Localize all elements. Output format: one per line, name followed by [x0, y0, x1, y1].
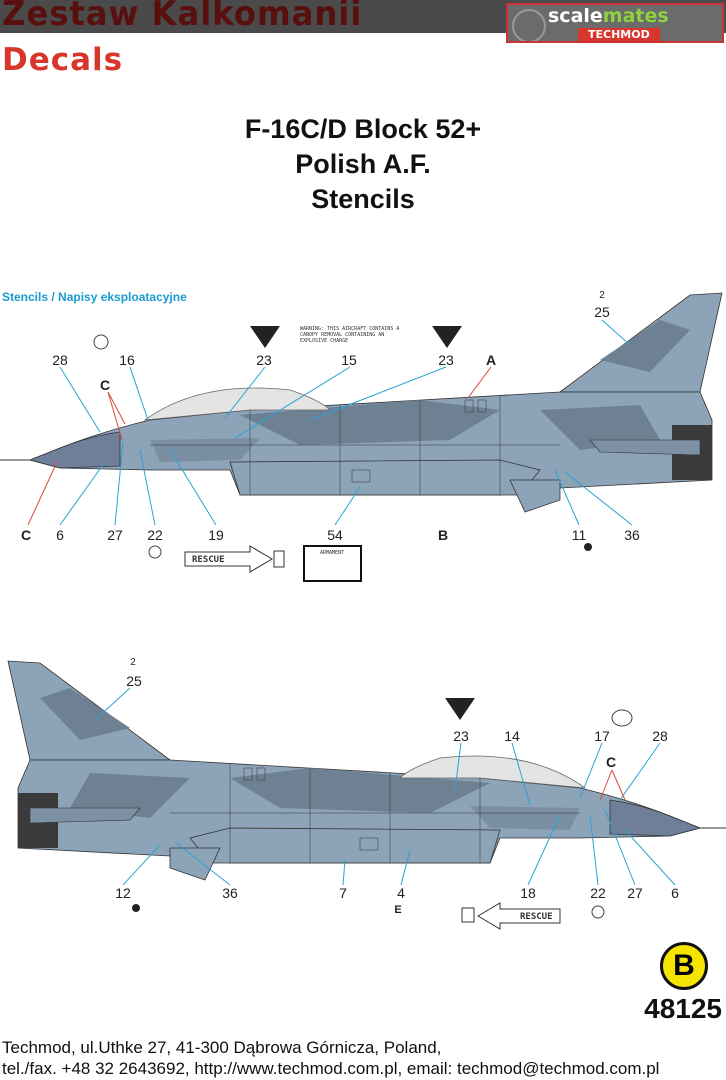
- scalemates-watermark: scalemates: [548, 5, 669, 27]
- ejection-seat-triangle-icon: [445, 698, 475, 720]
- stencil-circle-icon: [148, 545, 162, 559]
- callout-B: B: [437, 527, 449, 543]
- callout-22: 22: [590, 885, 606, 901]
- sheet-badge: B: [660, 942, 708, 990]
- logo-circle-icon: [512, 9, 546, 41]
- callout-23: 23: [256, 352, 272, 368]
- callout-11: 11: [571, 527, 587, 543]
- callout-22: 22: [147, 527, 163, 543]
- callout-A: A: [485, 352, 497, 368]
- leader-lines-red-bottom: [599, 769, 626, 801]
- stencil-circle-icon: [611, 709, 633, 727]
- callout-2: 2: [599, 290, 605, 301]
- callout-E: E: [394, 904, 402, 916]
- leader-lines-bottom: [94, 687, 676, 886]
- callout-C: C: [20, 527, 32, 543]
- leader-lines-top: [59, 319, 633, 526]
- armament-panel: [303, 545, 362, 582]
- callout-23: 23: [453, 728, 469, 744]
- callout-6: 6: [56, 527, 64, 543]
- callout-7: 7: [339, 885, 347, 901]
- rescue-arrow-icon: [184, 545, 273, 573]
- stencil-dot-icon: [132, 904, 140, 912]
- callout-15: 15: [341, 352, 357, 368]
- callout-C: C: [605, 754, 617, 770]
- section-label: Stencils / Napisy eksploatacyjne: [2, 290, 187, 304]
- callout-36: 36: [624, 527, 640, 543]
- brand-title-polish: Zestaw Kalkomanii: [2, 0, 363, 34]
- callout-18: 18: [520, 885, 536, 901]
- title-line-2: Polish A.F.: [295, 149, 431, 179]
- callout-4: 4: [397, 885, 405, 901]
- callout-27: 27: [107, 527, 123, 543]
- warning-stencil-text: WARNING: THIS AIRCRAFT CONTAINS A CANOPY…: [300, 326, 400, 344]
- leader-lines-red-top: [27, 366, 492, 526]
- techmod-logo: TECHMOD scalemates: [506, 3, 724, 43]
- callout-25: 25: [594, 304, 610, 320]
- ejection-seat-triangle-icon: [250, 326, 280, 348]
- logo-maker-text: TECHMOD: [578, 28, 660, 41]
- callout-16: 16: [119, 352, 135, 368]
- stencil-dot-icon: [584, 543, 592, 551]
- callout-12: 12: [115, 885, 131, 901]
- title-line-1: F-16C/D Block 52+: [244, 114, 482, 144]
- callout-14: 14: [504, 728, 520, 744]
- callout-25: 25: [126, 673, 142, 689]
- callout-36: 36: [222, 885, 238, 901]
- rescue-box-icon: [273, 550, 285, 568]
- callout-C: C: [99, 377, 111, 393]
- callout-17: 17: [594, 728, 610, 744]
- callout-19: 19: [208, 527, 224, 543]
- callout-27: 27: [627, 885, 643, 901]
- callout-2: 2: [130, 657, 136, 668]
- brand-title-english: Decals: [2, 42, 124, 78]
- rescue-label: RESCUE: [192, 555, 225, 565]
- rescue-label: RESCUE: [520, 912, 553, 922]
- stencil-circle-icon: [591, 905, 605, 919]
- product-code: 48125: [644, 993, 722, 1024]
- rescue-box-icon: [461, 907, 475, 923]
- title-line-3: Stencils: [311, 184, 415, 214]
- footer-address: Techmod, ul.Uthke 27, 41-300 Dąbrowa Gór…: [2, 1038, 442, 1057]
- ejection-seat-triangle-icon: [432, 326, 462, 348]
- callout-28: 28: [52, 352, 68, 368]
- stencil-circle-icon: [93, 334, 109, 350]
- callout-54: 54: [327, 527, 343, 543]
- callout-6: 6: [671, 885, 679, 901]
- callout-28: 28: [652, 728, 668, 744]
- f16-right-side-view: [7, 660, 726, 881]
- footer-contact: tel./fax. +48 32 2643692, http://www.tec…: [2, 1059, 660, 1078]
- rescue-arrow-icon: [477, 902, 561, 930]
- callout-23: 23: [438, 352, 454, 368]
- armament-label: ARMAMENT: [320, 550, 345, 556]
